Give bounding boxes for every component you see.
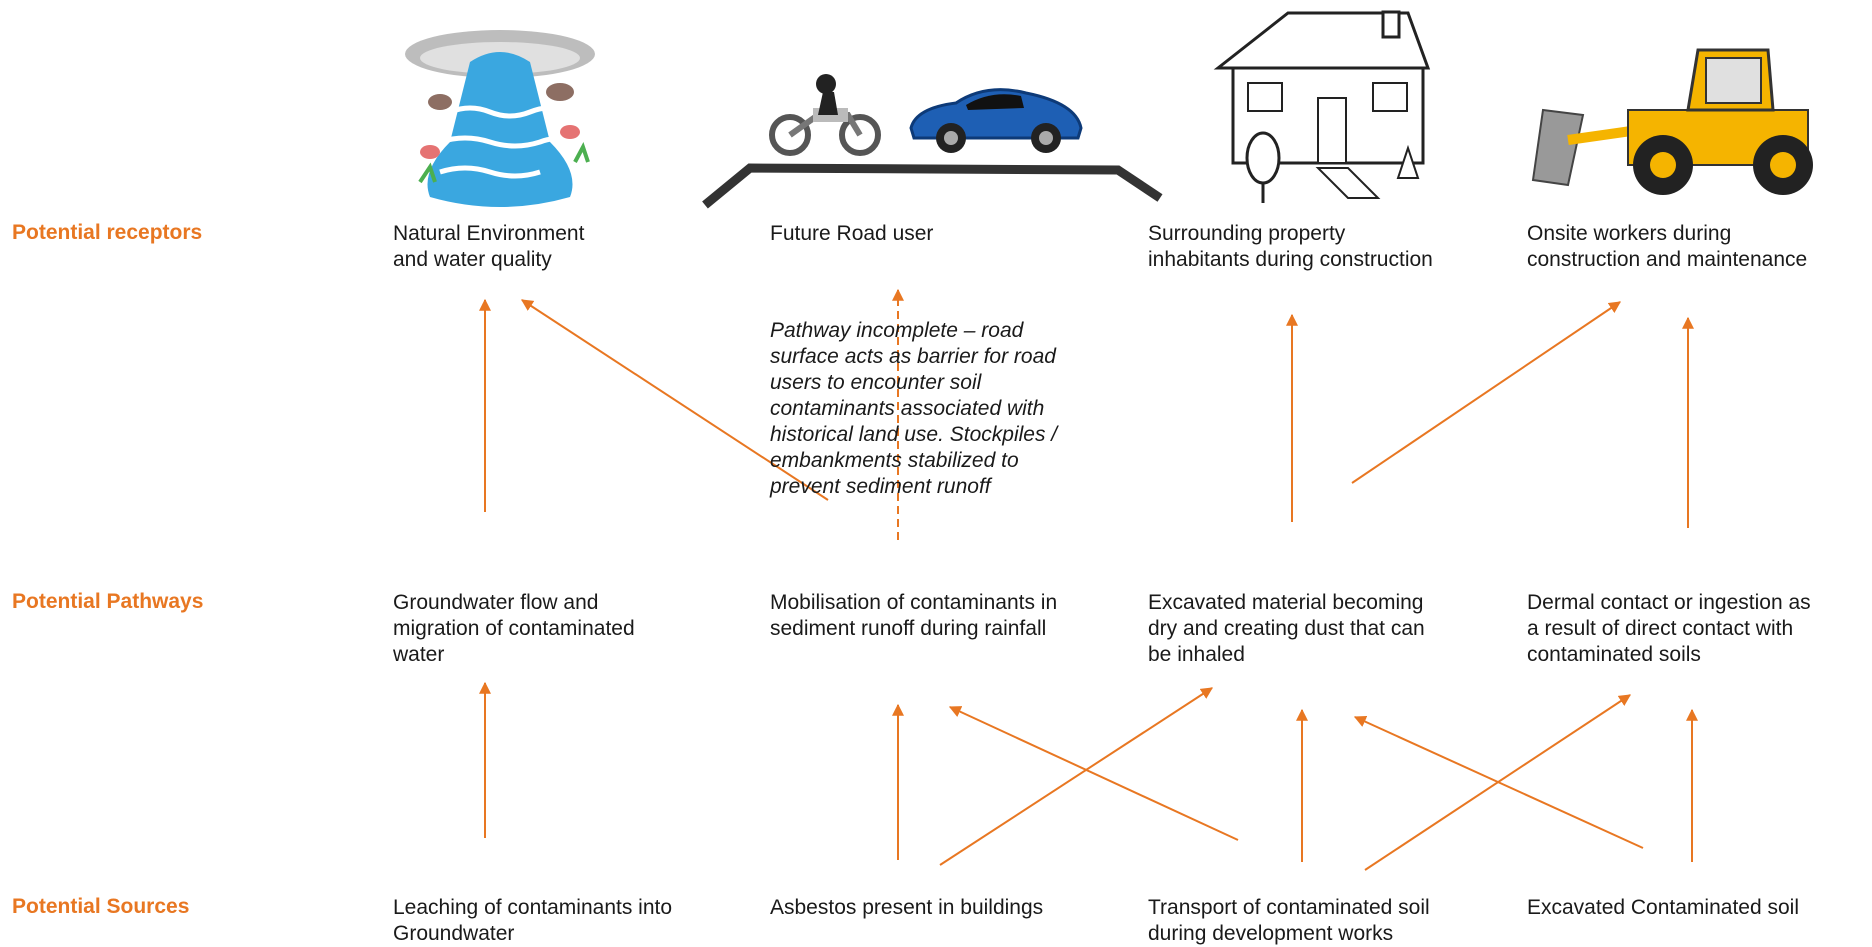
row-label-sources: Potential Sources [12, 895, 190, 918]
waterfall-icon [405, 30, 595, 207]
row-label-receptors: Potential receptors [12, 221, 203, 244]
source-asbestos: Asbestos present in buildings [770, 896, 1044, 919]
loader-icon [1531, 48, 1813, 195]
arrow [1353, 716, 1644, 849]
row-label-pathways: Potential Pathways [12, 590, 204, 613]
arrow [939, 687, 1214, 866]
arrow [948, 706, 1239, 841]
car-icon [909, 88, 1083, 153]
arrow [520, 299, 829, 501]
motorbike-icon [769, 74, 881, 156]
receptor-road-user: Future Road user [770, 222, 934, 245]
arrow [1351, 301, 1621, 484]
road-line [702, 163, 1163, 209]
house-icon [1213, 10, 1431, 203]
source-excavated-soil: Excavated Contaminated soil [1527, 896, 1799, 919]
